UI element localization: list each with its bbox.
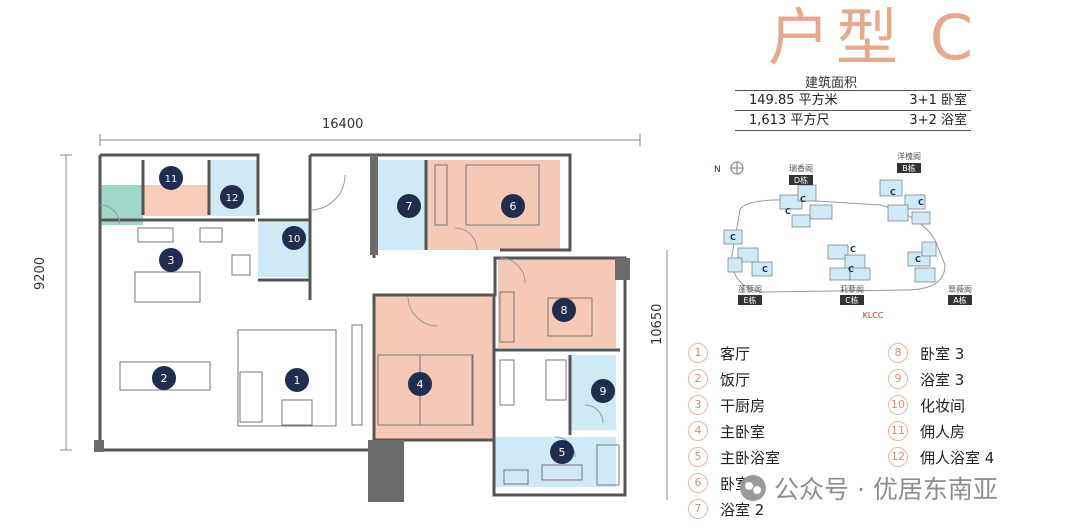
svg-text:9: 9 xyxy=(600,385,607,398)
tower-code: B栋 xyxy=(902,163,916,173)
svg-text:C: C xyxy=(890,188,896,197)
tower-blocks xyxy=(723,179,937,283)
area-size-sqft: 1,613 平方尺 xyxy=(749,113,830,128)
room-fill-bedroom2 xyxy=(426,160,560,250)
room-marker-7: 7 xyxy=(397,194,421,218)
site-boundary xyxy=(731,199,946,293)
svg-text:C: C xyxy=(848,265,854,274)
north-label: N xyxy=(714,165,721,175)
svg-text:C: C xyxy=(785,207,791,216)
room-marker-2: 2 xyxy=(152,366,176,390)
structural-columns xyxy=(94,155,630,502)
area-rooms-bathrooms: 3+2 浴室 xyxy=(909,113,967,128)
unit-type-title: 户型 C xyxy=(768,1,979,74)
width-dimension: 16400 xyxy=(322,117,364,132)
tower-name: 洋槐阁 xyxy=(897,151,921,161)
room-marker-8: 8 xyxy=(552,298,576,322)
svg-text:7: 7 xyxy=(406,200,413,213)
wechat-icon xyxy=(740,475,766,501)
svg-text:6: 6 xyxy=(510,200,517,213)
room-fill-master xyxy=(374,295,494,440)
room-marker-3: 3 xyxy=(159,248,183,272)
furniture xyxy=(119,164,620,486)
room-marker-1: 1 xyxy=(285,368,309,392)
room-fill-service xyxy=(100,185,143,225)
tower-name: 莉藜阁 xyxy=(840,284,864,294)
svg-text:10: 10 xyxy=(288,234,301,245)
svg-text:C: C xyxy=(850,245,856,254)
area-row: 149.85 平方米 3+1 卧室 xyxy=(735,90,971,110)
room-markers: 1 2 3 4 5 6 7 8 9 10 11 12 xyxy=(152,166,615,464)
svg-text:4: 4 xyxy=(417,378,424,391)
room-marker-5: 5 xyxy=(550,440,574,464)
svg-text:1: 1 xyxy=(294,374,301,387)
svg-text:8: 8 xyxy=(561,304,568,317)
tower-name: 瑞香阁 xyxy=(789,163,813,173)
tower-labels: 瑞香阁 洋槐阁 蓬藜阁 莉藜阁 翠薇阁 xyxy=(738,151,972,294)
area-label: 建筑面积 xyxy=(805,76,858,91)
dimension-lines xyxy=(60,134,668,500)
area-table: 149.85 平方米 3+1 卧室 1,613 平方尺 3+2 浴室 xyxy=(735,90,971,131)
site-map: N 瑞香阁 洋槐阁 蓬藜阁 莉藜阁 翠薇阁 D栋 B栋 E栋 xyxy=(714,151,972,320)
svg-text:5: 5 xyxy=(559,446,566,459)
tower-codes: D栋 B栋 E栋 C栋 A栋 xyxy=(738,163,972,305)
room-marker-12: 12 xyxy=(220,185,244,209)
svg-text:C: C xyxy=(762,265,768,274)
room-marker-10: 10 xyxy=(282,226,306,250)
svg-text:3: 3 xyxy=(168,254,175,267)
room-marker-11: 11 xyxy=(159,166,183,190)
room-marker-6: 6 xyxy=(501,194,525,218)
area-rooms-bedrooms: 3+1 卧室 xyxy=(909,93,967,108)
svg-text:12: 12 xyxy=(226,193,239,204)
tower-code: A栋 xyxy=(953,295,966,305)
tower-name: 翠薇阁 xyxy=(948,284,972,294)
walls xyxy=(98,153,627,497)
svg-text:C: C xyxy=(918,198,924,207)
area-row: 1,613 平方尺 3+2 浴室 xyxy=(735,110,971,131)
watermark-text: 公众号 · 优居东南亚 xyxy=(774,475,998,504)
unit-c-marks: C C C C C C C C C xyxy=(730,188,924,274)
tower-code: C栋 xyxy=(845,295,859,305)
watermark: 公众号 · 优居东南亚 xyxy=(740,470,998,506)
svg-text:C: C xyxy=(800,195,806,204)
tower-code: E栋 xyxy=(743,295,756,305)
klcc-label: KLCC xyxy=(863,311,884,320)
svg-text:2: 2 xyxy=(161,372,168,385)
svg-text:11: 11 xyxy=(165,174,178,185)
svg-text:C: C xyxy=(915,255,921,264)
tower-code: D栋 xyxy=(794,175,808,185)
room-marker-4: 4 xyxy=(408,372,432,396)
area-size-sqm: 149.85 平方米 xyxy=(749,93,838,108)
tower-name: 蓬藜阁 xyxy=(738,284,762,294)
svg-text:C: C xyxy=(730,233,736,242)
room-marker-9: 9 xyxy=(591,379,615,403)
room-fill-maid xyxy=(143,185,209,216)
